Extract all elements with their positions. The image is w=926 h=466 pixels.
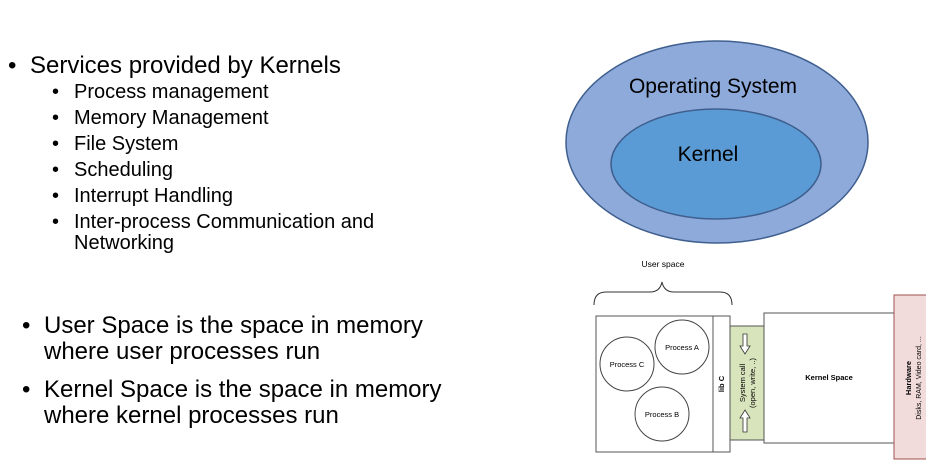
service-item: File System	[30, 134, 444, 156]
syscall-label-line2: (open, write, ..)	[748, 357, 757, 408]
kernel-ellipse	[610, 108, 822, 220]
architecture-diagram: User space Process A Process C Process B…	[593, 259, 926, 460]
user-space-brace	[593, 281, 733, 306]
services-heading-text: Services provided by Kernels	[30, 52, 341, 79]
os-diagram: Operating System Kernel	[565, 40, 869, 244]
services-sublist: Process management Memory Management Fil…	[30, 82, 444, 254]
process-c-label: Process C	[610, 360, 645, 369]
operating-system-label: Operating System	[629, 75, 797, 98]
process-b-circle	[634, 386, 690, 442]
libc-label: lib C	[717, 375, 726, 392]
kernel-space-item: Kernel Space is the space in memory wher…	[22, 377, 494, 429]
syscall-up-arrow-icon	[739, 409, 751, 433]
kernel-space-label: Kernel Space	[805, 373, 853, 382]
process-c-circle	[599, 336, 655, 392]
process-b-label: Process B	[645, 410, 679, 419]
kernel-space-box	[763, 312, 895, 444]
service-item: Process management	[30, 82, 444, 104]
service-item: Inter-process Communication and Networki…	[30, 212, 444, 254]
hardware-detail: Disks, RAM, Video card, ...	[916, 336, 923, 420]
user-space-item: User Space is the space in memory where …	[22, 313, 484, 365]
syscall-label-line1: System call	[738, 363, 747, 402]
services-list: Services provided by Kernels Process man…	[8, 52, 444, 259]
process-a-label: Process A	[665, 343, 699, 352]
user-space-label: User space	[642, 259, 685, 269]
service-item: Interrupt Handling	[30, 186, 444, 208]
spaces-list: User Space is the space in memory where …	[22, 313, 492, 441]
hardware-title: Hardware	[904, 361, 913, 395]
service-item: Memory Management	[30, 108, 444, 130]
services-heading: Services provided by Kernels Process man…	[8, 52, 444, 254]
process-a-circle	[654, 319, 710, 375]
syscall-down-arrow-icon	[739, 333, 751, 355]
service-item: Scheduling	[30, 160, 444, 182]
hardware-box	[893, 294, 926, 460]
kernel-label: Kernel	[678, 143, 739, 166]
